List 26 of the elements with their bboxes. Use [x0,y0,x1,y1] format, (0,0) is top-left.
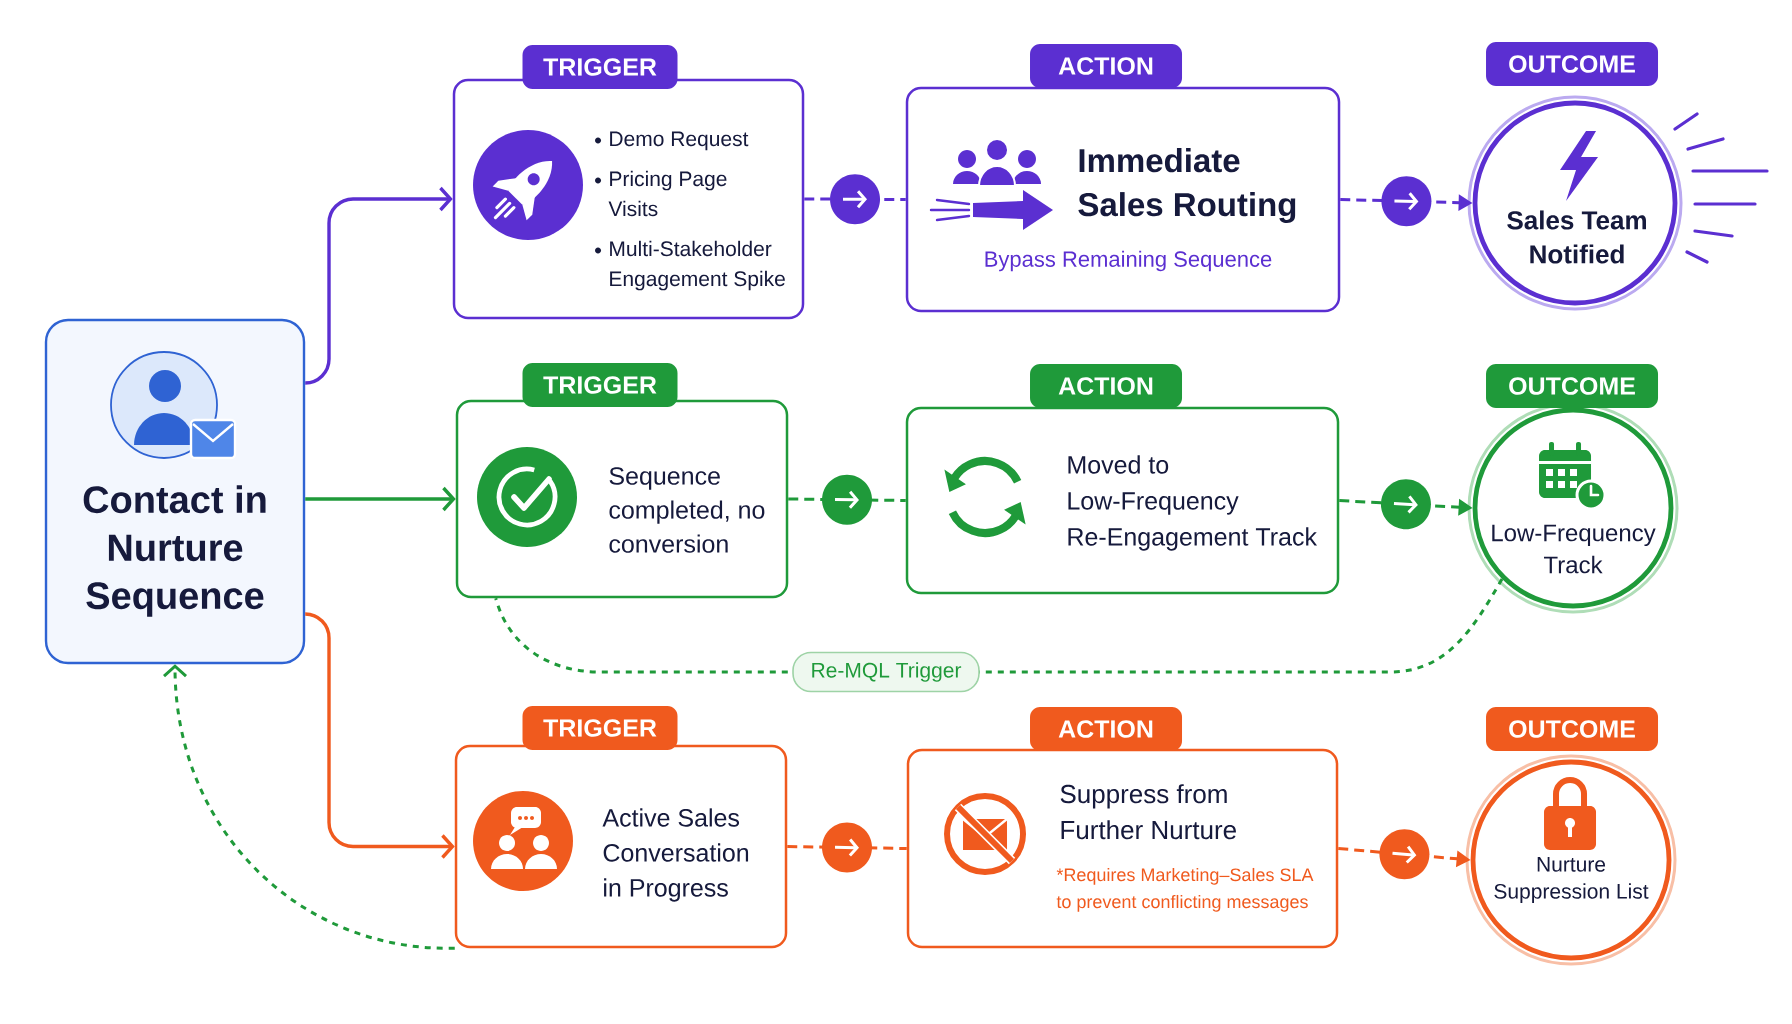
bullet-item: Demo Request [610,131,749,151]
tab-label: OUTCOME [1486,42,1658,86]
arrow [163,664,455,950]
bullet-item: Pricing Page Visits [608,170,727,217]
arrow [305,486,456,512]
tab-label: ACTION [1030,707,1182,751]
node-title: Sales Team Notified [1507,210,1646,264]
node-title: Contact in Nurture Sequence [83,485,266,617]
tab-label: ACTION [1030,44,1182,88]
node-text: Active Sales Conversation in Progress [602,808,749,902]
tab-label: ACTION [1030,364,1182,408]
bullet-item: Multi-Stakeholder Engagement Spike [610,240,785,291]
node-title: Immediate Sales Routing [1078,148,1296,223]
node-text: Sequence completed, no conversion [609,467,765,553]
subtitle: Bypass Remaining Sequence [985,250,1272,272]
node-text: Moved to Low-Frequency Re-Engagement Track [1068,455,1317,551]
tab-label: OUTCOME [1486,707,1658,751]
footnote: *Requires Marketing–Sales SLA to prevent conflicting messages [1056,867,1314,912]
tab-label: TRIGGER [522,706,678,750]
tab-label: TRIGGER [522,363,678,407]
node-title: Nurture Suppression List [1494,857,1649,903]
tab-label: OUTCOME [1486,364,1658,408]
edge-label: Re-MQL Trigger [792,651,980,693]
tab-label: TRIGGER [522,45,678,89]
node-title: Low-Frequency Track [1492,524,1656,574]
node-title: Suppress from Further Nurture [1060,784,1236,840]
